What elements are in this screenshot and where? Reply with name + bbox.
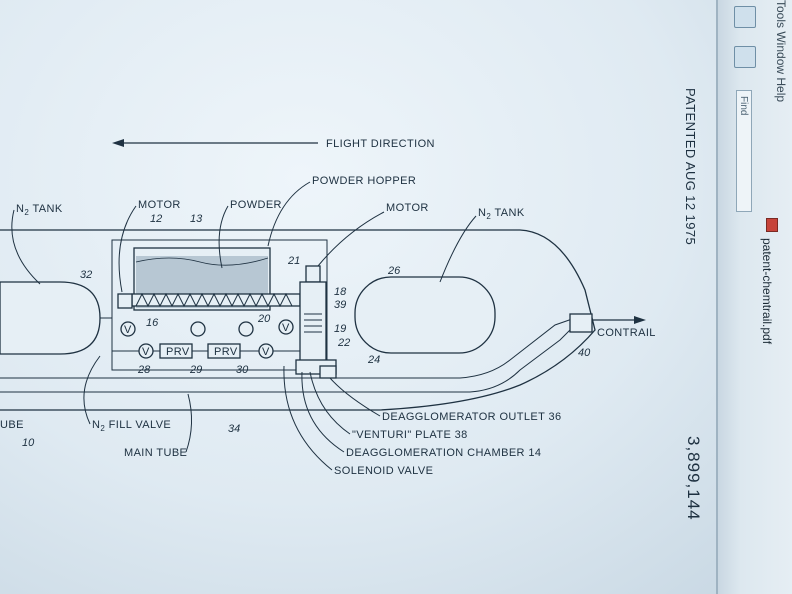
solenoid-valve-label: SOLENOID VALVE [334,465,433,477]
deagglomerator-outlet [320,366,336,378]
svg-text:28: 28 [137,364,151,376]
motor-left-label: MOTOR [138,199,181,211]
svg-text:21: 21 [287,255,300,267]
deagglomeration-chamber-label: DEAGGLOMERATION CHAMBER 14 [346,447,541,459]
svg-text:34: 34 [228,423,240,435]
svg-text:39: 39 [334,299,346,311]
svg-text:20: 20 [257,313,271,325]
svg-text:18: 18 [334,286,347,298]
outlet-nozzle [570,314,592,332]
svg-text:30: 30 [236,364,249,376]
gauge-1 [191,322,205,336]
flight-direction-arrow [112,139,318,147]
svg-text:22: 22 [337,337,350,349]
patent-date: PATENTED AUG 12 1975 [683,88,698,245]
motor-right-label: MOTOR [386,202,429,214]
n2-tank-right [355,277,495,353]
patent-number: 3,899,144 [684,436,703,521]
prv-2-label: PRV [214,346,238,358]
svg-text:24: 24 [367,354,380,366]
deagglomerator-outlet-label: DEAGGLOMERATOR OUTLET 36 [382,411,562,423]
find-label: Find [738,96,749,115]
svg-text:13: 13 [190,213,203,225]
gauge-2 [239,322,253,336]
svg-text:26: 26 [387,265,401,277]
deagglomeration-column [300,282,326,364]
n2-tank-left-label: N2 TANK [16,203,63,217]
n2-fill-valve-label: N2 FILL VALVE [92,419,171,433]
svg-text:29: 29 [189,364,202,376]
svg-text:19: 19 [334,323,346,335]
n2-tank-right-label: N2 TANK [478,207,525,221]
svg-text:32: 32 [80,269,92,281]
motor-left [118,294,132,308]
main-tube-label: MAIN TUBE [124,447,187,459]
menu-bar-text[interactable]: Tools Window Help [774,0,788,102]
viewer-sidebar: Tools Window Help Find patent-chemtrail.… [716,0,792,594]
svg-text:V: V [124,324,132,336]
svg-text:V: V [262,346,270,358]
file-name-label[interactable]: patent-chemtrail.pdf [760,238,774,344]
svg-text:10: 10 [22,437,35,449]
svg-text:V: V [282,322,290,334]
svg-text:V: V [142,346,150,358]
flight-direction-label: FLIGHT DIRECTION [326,138,435,150]
svg-text:40: 40 [578,347,591,359]
contrail-label: CONTRAIL [597,327,656,339]
expand-icon[interactable] [734,46,756,68]
patent-diagram: FLIGHT DIRECTION PRV PRV V V V V N2 TANK [0,0,716,594]
svg-text:12: 12 [150,213,162,225]
n2-tank-left [0,282,100,354]
motor-right [306,266,320,282]
tube-fragment-label: UBE [0,419,24,431]
powder-label: POWDER [230,199,282,211]
svg-text:16: 16 [146,317,159,329]
pdf-file-icon [766,218,778,232]
powder-hopper-label: POWDER HOPPER [312,175,416,187]
prv-1-label: PRV [166,346,190,358]
grid-view-icon[interactable] [734,6,756,28]
venturi-plate-label: "VENTURI" PLATE 38 [352,429,468,441]
